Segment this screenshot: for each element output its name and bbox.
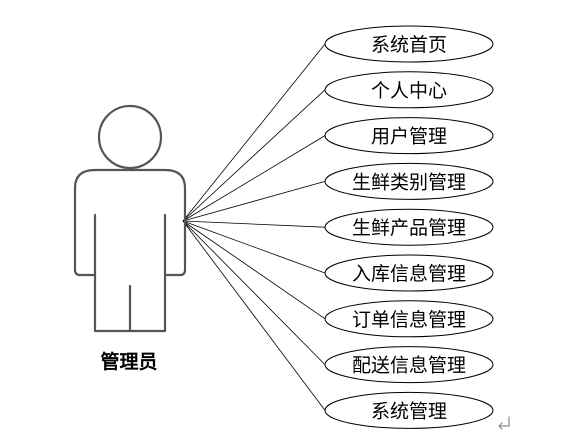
use-case-label: 系统首页	[371, 34, 447, 56]
association-line	[182, 135, 326, 222]
paragraph-return-icon	[498, 416, 510, 430]
association-line	[182, 43, 326, 222]
association-line	[182, 220, 326, 411]
use-case-ellipse	[324, 117, 494, 155]
actor-label: 管理员	[100, 350, 157, 373]
actor: 管理员	[73, 104, 187, 373]
actor-body-icon	[73, 168, 187, 333]
use-case-label: 订单信息管理	[352, 309, 466, 331]
use-case-ellipse	[324, 162, 494, 200]
connector-group	[182, 43, 326, 411]
association-line	[182, 89, 326, 222]
use-case-label: 个人中心	[371, 80, 447, 102]
association-line	[182, 220, 326, 228]
use-case: 订单信息管理	[324, 300, 494, 338]
association-line	[182, 181, 326, 222]
use-case-label: 生鲜类别管理	[352, 171, 466, 193]
use-case: 生鲜产品管理	[324, 208, 494, 246]
use-case: 配送信息管理	[324, 346, 494, 384]
use-case-ellipse	[324, 254, 494, 292]
use-case-label: 用户管理	[371, 126, 447, 148]
use-case: 系统管理	[324, 391, 494, 429]
use-case: 生鲜类别管理	[324, 162, 494, 200]
use-case-ellipse	[324, 71, 494, 109]
association-line	[182, 220, 326, 365]
association-line	[182, 220, 326, 274]
use-case: 用户管理	[324, 117, 494, 155]
use-case: 个人中心	[324, 71, 494, 109]
actor-head-icon	[97, 104, 163, 170]
use-case-ellipse	[324, 346, 494, 384]
use-case-label: 系统管理	[371, 400, 447, 422]
use-case-ellipse	[324, 391, 494, 429]
use-case: 系统首页	[324, 25, 494, 63]
use-case-label: 生鲜产品管理	[352, 217, 466, 239]
use-case-ellipse	[324, 208, 494, 246]
use-case: 入库信息管理	[324, 254, 494, 292]
use-case-label: 入库信息管理	[352, 263, 466, 285]
association-line	[182, 220, 326, 320]
use-case-label: 配送信息管理	[352, 355, 466, 377]
use-case-ellipse	[324, 300, 494, 338]
use-case-group: 系统首页个人中心用户管理生鲜类别管理生鲜产品管理入库信息管理订单信息管理配送信息…	[324, 25, 494, 429]
use-case-ellipse	[324, 25, 494, 63]
